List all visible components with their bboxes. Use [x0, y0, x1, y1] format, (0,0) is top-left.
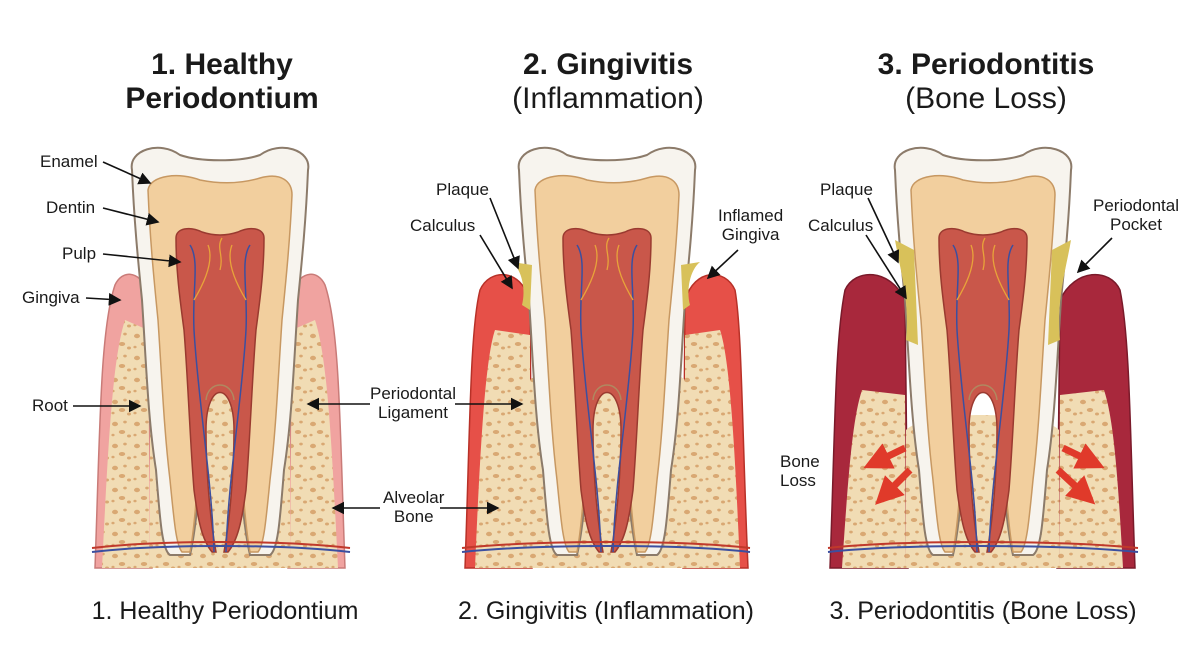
- bone-loss-arrow: [863, 443, 907, 469]
- bone-loss-arrow: [875, 467, 913, 505]
- panel-periodontitis: [827, 146, 1139, 569]
- label-dentin: Dentin: [46, 198, 96, 217]
- label-root: Root: [32, 396, 68, 415]
- label-periodontal-ligament-line2: Ligament: [378, 403, 448, 422]
- panel-3-caption: 3. Periodontitis (Bone Loss): [829, 597, 1137, 625]
- label-bone-loss: Bone Loss: [780, 452, 820, 490]
- panel-3-title-line1: 3. Periodontitis: [877, 48, 1095, 81]
- panel-1-title-line2: Periodontium: [125, 82, 319, 115]
- panel-gingivitis: [461, 146, 751, 569]
- panel-2-title-line1: 2. Gingivitis: [522, 48, 694, 81]
- label-alveolar-bone-line2: Bone: [393, 507, 434, 526]
- label-periodontal-pocket-line2: Pocket: [1110, 215, 1162, 234]
- label-enamel: Enamel: [40, 152, 98, 171]
- label-periodontal-ligament-line1: Periodontal: [370, 384, 457, 403]
- panel-1-title-line1: 1. Healthy: [151, 48, 293, 81]
- bone-loss-arrow: [1061, 443, 1105, 469]
- panel-3-title-line2: (Bone Loss): [905, 82, 1067, 115]
- label-alveolar-bone: Alveolar Bone: [383, 488, 444, 526]
- label-calculus-periodontitis: Calculus: [808, 216, 874, 235]
- label-plaque-periodontitis: Plaque: [820, 180, 873, 199]
- label-pulp: Pulp: [62, 244, 97, 263]
- label-inflamed-gingiva-line1: Inflamed: [718, 206, 784, 225]
- label-plaque-gingivitis: Plaque: [436, 180, 489, 199]
- panel-healthy: [91, 146, 351, 569]
- label-inflamed-gingiva-line2: Gingiva: [721, 225, 780, 244]
- bone-loss-arrow: [1055, 467, 1096, 505]
- label-periodontal-pocket-line1: Periodontal: [1093, 196, 1180, 215]
- panel-3-title: 3. Periodontitis (Bone Loss): [836, 48, 1136, 116]
- label-gingiva: Gingiva: [22, 288, 80, 307]
- panel-2-title: 2. Gingivitis (Inflammation): [458, 48, 758, 116]
- panel-1-caption: 1. Healthy Periodontium: [91, 597, 359, 625]
- label-bone-loss-line2: Loss: [780, 471, 816, 490]
- label-periodontal-pocket: Periodontal Pocket: [1093, 196, 1179, 234]
- panel-1-title: 1. Healthy Periodontium: [72, 48, 372, 116]
- panel-2-caption: 2. Gingivitis (Inflammation): [458, 597, 754, 625]
- label-bone-loss-line1: Bone: [780, 452, 820, 471]
- label-alveolar-bone-line1: Alveolar: [383, 488, 445, 507]
- label-periodontal-ligament: Periodontal Ligament: [370, 384, 456, 422]
- label-calculus-gingivitis: Calculus: [410, 216, 476, 235]
- leader-lines: [73, 161, 1113, 515]
- label-inflamed-gingiva: Inflamed Gingiva: [718, 206, 783, 244]
- panel-2-title-line2: (Inflammation): [512, 82, 704, 115]
